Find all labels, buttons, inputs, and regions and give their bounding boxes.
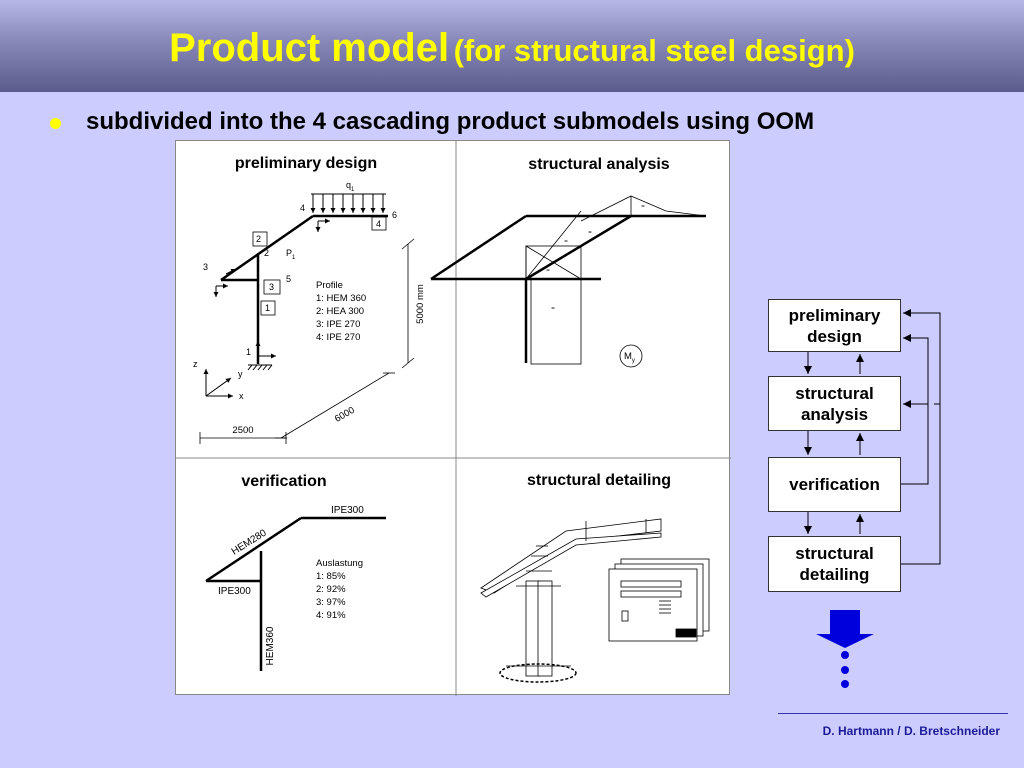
svg-text:y: y [238,369,243,379]
svg-text:HEM360: HEM360 [265,626,276,665]
svg-text:3: IPE 270: 3: IPE 270 [316,319,360,330]
continuation-arrow-icon [816,610,874,648]
svg-text:5: 5 [286,274,291,284]
svg-text:-: - [564,233,568,247]
title-bar [0,0,1024,92]
load-q-label: q1 [346,180,355,193]
moment-diagram [525,195,707,365]
svg-text:1: 1 [246,347,251,357]
width-dimension [199,432,287,444]
verification-title: verification [241,473,326,490]
flow-box-line2: detailing [799,565,870,584]
flow-box-verification: verification [768,457,901,512]
svg-text:4: 4 [300,203,305,213]
bullet-text: subdivided into the 4 cascading product … [86,108,815,135]
svg-text:-: - [588,224,592,238]
model-figure-svg: preliminary design q1 [176,141,731,696]
flow-box-line1: structural [795,544,874,563]
distributed-load-arrows [310,194,386,213]
quadrant-structural-detailing: structural detailing [480,472,710,683]
svg-text:3: 97%: 3: 97% [316,597,346,608]
svg-text:2: 2 [256,234,261,244]
title-sub: (for structural steel design) [453,33,855,68]
quadrant-preliminary-design: preliminary design q1 [193,155,426,444]
svg-text:2: 92%: 2: 92% [316,584,346,595]
svg-text:z: z [193,359,198,369]
bullet-icon [50,118,61,129]
drawing-sheets [608,558,710,642]
support-symbol [247,341,276,371]
flow-box-structural-detailing: structural detailing [768,536,901,592]
svg-text:IPE300: IPE300 [331,505,364,516]
height-dimension-label: 5000 mm [415,284,426,324]
footer-authors: D. Hartmann / D. Bretschneider [822,724,1000,738]
point-load-p-label: P1 [286,248,296,261]
svg-text:-: - [641,198,645,212]
profile-list: Profile 1: HEM 360 2: HEA 300 3: IPE 270… [316,280,366,343]
svg-text:3: 3 [203,262,208,272]
svg-text:3: 3 [269,282,274,292]
height-dimension [401,238,415,369]
verification-frame [205,516,386,671]
svg-text:1: 1 [265,303,270,313]
analysis-frame [430,214,706,363]
depth-dimension [275,372,395,439]
svg-text:1: HEM 360: 1: HEM 360 [316,293,366,304]
svg-text:6: 6 [392,210,397,220]
flow-box-line1: structural [795,383,874,403]
moment-symbol-circle [619,344,643,368]
flow-box-line1: preliminary [788,305,881,325]
quadrant-structural-analysis: structural analysis - - - - - My [430,156,707,368]
flow-box-line2: analysis [800,404,869,424]
svg-text:Auslastung: Auslastung [316,558,363,569]
title-main: Product model [169,26,450,70]
flow-box-line1: verification [789,475,880,494]
svg-text:-: - [551,300,555,314]
utilization-list: Auslastung 1: 85% 2: 92% 3: 97% 4: 91% [316,558,363,621]
preliminary-title: preliminary design [235,155,377,172]
member-numbers: 2 4 3 1 [256,219,381,313]
frame-members [220,214,388,364]
node-dof-arrows [213,218,330,297]
svg-text:4: 91%: 4: 91% [316,610,346,621]
node-numbers: 4 6 2 3 5 1 [203,203,397,357]
svg-text:4: 4 [376,219,381,229]
flow-box-line2: design [807,326,862,346]
quadrant-verification: verification IPE300 HEM280 IPE300 HEM360… [205,473,386,671]
svg-text:2: HEA 300: 2: HEA 300 [316,306,364,317]
svg-text:4: IPE 270: 4: IPE 270 [316,332,360,343]
coordinate-axes [203,369,233,399]
model-figure: preliminary design q1 [175,140,731,696]
width-dimension-label: 2500 [232,425,253,436]
moment-label: My [624,351,635,364]
steel-connection-drawing [480,518,662,683]
svg-text:1: 85%: 1: 85% [316,571,346,582]
footer-divider [778,713,1008,714]
svg-text:2: 2 [264,248,269,258]
svg-text:x: x [239,391,244,401]
analysis-title: structural analysis [528,156,670,173]
ellipsis-dots-icon [841,651,849,688]
depth-dimension-label: 6000 [333,405,357,425]
svg-text:IPE300: IPE300 [218,586,251,597]
slide-title: Product model (for structural steel desi… [0,26,1024,71]
member-number-boxes [252,216,387,316]
svg-text:Profile: Profile [316,280,343,291]
detailing-title: structural detailing [527,472,671,489]
moment-signs: - - - - - [546,198,645,314]
svg-text:-: - [546,262,550,276]
axis-letters: z y x [193,359,244,401]
